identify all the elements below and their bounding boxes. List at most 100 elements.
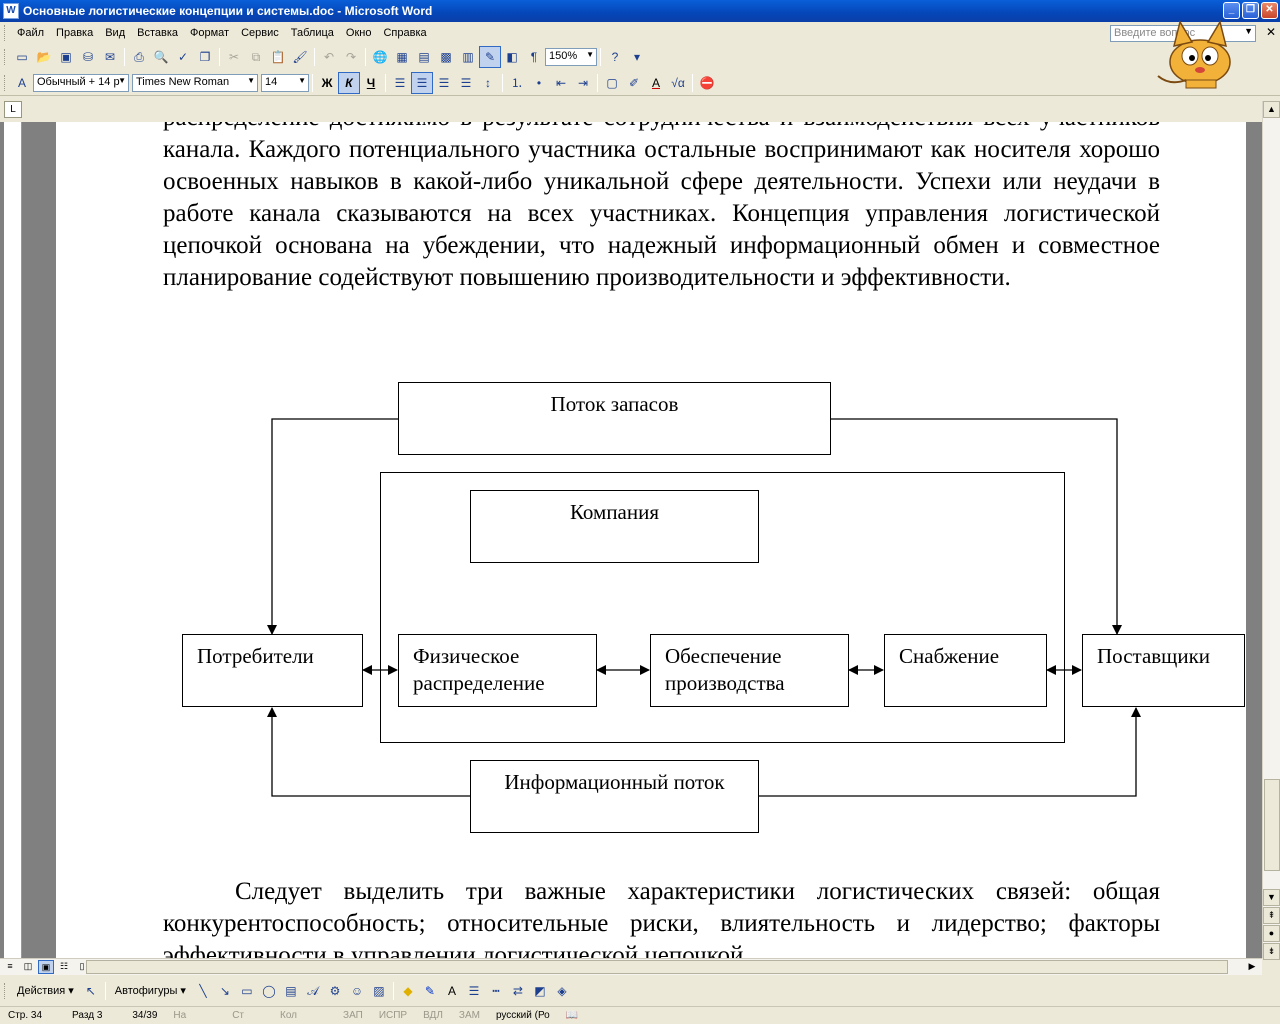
hyperlink-icon[interactable]: 🌐	[372, 50, 388, 64]
tab-selector[interactable]: L	[4, 101, 22, 118]
align-right-icon[interactable]: ☰	[438, 75, 450, 90]
picture-icon[interactable]: ▨	[373, 984, 385, 998]
menu-help[interactable]: Справка	[383, 27, 427, 39]
consumers-box[interactable]: Потребители	[182, 634, 363, 707]
production-support-box[interactable]: Обеспечение производства	[650, 634, 849, 707]
align-left-icon[interactable]: ☰	[394, 75, 406, 90]
word-app-icon[interactable]: W	[3, 3, 19, 19]
office-assistant-cat-icon[interactable]	[1150, 16, 1242, 90]
increase-indent-icon[interactable]: ⇥	[577, 75, 589, 90]
status-rec[interactable]: ЗАП	[343, 1010, 363, 1021]
style-select[interactable]: Обычный + 14 р ▼	[33, 73, 129, 92]
chevron-down-icon[interactable]: ▼	[1244, 26, 1253, 36]
procurement-box[interactable]: Снабжение	[884, 634, 1047, 707]
new-document-icon[interactable]: ▭	[16, 50, 28, 64]
scroll-right-icon[interactable]: ▶	[1248, 961, 1256, 971]
open-folder-icon[interactable]: 📂	[36, 50, 52, 64]
paragraph-1[interactable]: распределение достижимо в результате сот…	[163, 122, 1160, 291]
select-browse-object-icon[interactable]: ●	[1263, 925, 1280, 942]
print-icon[interactable]: ⎙	[134, 49, 144, 64]
shadow-style-icon[interactable]: ◩	[534, 984, 546, 998]
italic-button[interactable]: К	[338, 71, 360, 94]
inventory-flow-box[interactable]: Поток запасов	[398, 382, 831, 455]
next-page-icon[interactable]: ⇟	[1263, 943, 1280, 960]
drawing-icon[interactable]: ✎	[479, 46, 501, 68]
normal-view-icon[interactable]: ≡	[7, 961, 13, 971]
translate-icon[interactable]: ⛔	[699, 75, 715, 90]
font-size-select[interactable]: 14 ▼	[261, 73, 309, 92]
scroll-up-icon[interactable]: ▲	[1263, 101, 1280, 118]
font-color-draw-icon[interactable]: A	[447, 984, 456, 998]
line-icon[interactable]: ╲	[199, 984, 207, 998]
underline-button[interactable]: Ч	[366, 75, 376, 90]
decrease-indent-icon[interactable]: ⇤	[555, 75, 567, 90]
autoshapes-menu[interactable]: Автофигуры ▾	[114, 985, 186, 997]
fill-color-icon[interactable]: ◆	[403, 984, 413, 998]
toolbar-options-icon[interactable]: ▾	[633, 50, 641, 64]
dash-style-icon[interactable]: ┅	[492, 984, 500, 998]
previous-page-icon[interactable]: ⇞	[1263, 907, 1280, 924]
spelling-icon[interactable]: ✓	[177, 50, 189, 64]
status-extend[interactable]: ВДЛ	[423, 1010, 443, 1021]
research-icon[interactable]: ❐	[199, 50, 211, 64]
show-hide-icon[interactable]: ¶	[530, 50, 538, 64]
close-document-icon[interactable]: ✕	[1265, 25, 1276, 39]
paste-icon[interactable]: 📋	[270, 50, 286, 64]
menu-view[interactable]: Вид	[105, 27, 126, 39]
chevron-down-icon[interactable]: ▼	[118, 75, 126, 85]
borders-icon[interactable]: ▢	[606, 75, 618, 90]
rectangle-icon[interactable]: ▭	[241, 984, 253, 998]
arrow-icon[interactable]: ↘	[219, 984, 230, 998]
physical-distribution-box[interactable]: Физическое распределение	[398, 634, 597, 707]
menu-edit[interactable]: Правка	[56, 27, 94, 39]
tables-borders-icon[interactable]: ▦	[396, 50, 408, 64]
toolbar-grip[interactable]	[4, 49, 7, 65]
line-spacing-icon[interactable]: ↕	[485, 75, 491, 90]
clipart-icon[interactable]: ☺	[350, 984, 364, 998]
oval-icon[interactable]: ◯	[262, 984, 276, 998]
font-color-icon[interactable]: A	[651, 75, 660, 90]
suppliers-box[interactable]: Поставщики	[1082, 634, 1245, 707]
3d-style-icon[interactable]: ◈	[557, 984, 567, 998]
scroll-down-icon[interactable]: ▼	[1263, 889, 1280, 906]
insert-table-icon[interactable]: ▤	[418, 50, 430, 64]
print-layout-view-icon[interactable]: ▣	[38, 960, 54, 974]
align-center-icon[interactable]: ☰	[411, 71, 433, 94]
diagram-icon[interactable]: ⚙	[329, 984, 341, 998]
bold-button[interactable]: Ж	[321, 75, 333, 90]
wordart-icon[interactable]: 𝒜	[307, 983, 319, 998]
columns-icon[interactable]: ▥	[462, 50, 474, 64]
chevron-down-icon[interactable]: ▼	[298, 75, 306, 85]
menu-table[interactable]: Таблица	[290, 27, 334, 39]
document-map-icon[interactable]: ◧	[506, 50, 518, 64]
email-icon[interactable]: ✉	[104, 50, 116, 64]
status-overtype[interactable]: ЗАМ	[458, 1010, 480, 1021]
menu-window[interactable]: Окно	[345, 27, 372, 39]
information-flow-box[interactable]: Информационный поток	[470, 760, 759, 833]
menu-tools[interactable]: Сервис	[241, 27, 279, 39]
outline-view-icon[interactable]: ☷	[59, 961, 69, 971]
minimize-button[interactable]: _	[1223, 2, 1240, 19]
save-icon[interactable]: ▣	[60, 50, 72, 64]
menu-grip[interactable]	[4, 25, 7, 41]
text-box-icon[interactable]: ▤	[285, 984, 297, 998]
chevron-down-icon[interactable]: ▼	[247, 75, 255, 85]
spelling-status-icon[interactable]: 📖	[565, 1010, 579, 1021]
copy-icon[interactable]: ⧉	[251, 49, 261, 64]
select-objects-icon[interactable]: ↖	[85, 984, 96, 998]
redo-icon[interactable]: ↷	[345, 50, 357, 64]
menu-insert[interactable]: Вставка	[137, 27, 179, 39]
web-view-icon[interactable]: ◫	[23, 961, 33, 971]
print-preview-icon[interactable]: 🔍	[153, 50, 169, 64]
toolbar-grip[interactable]	[4, 74, 7, 91]
chevron-down-icon[interactable]: ▼	[586, 50, 594, 59]
font-select[interactable]: Times New Roman ▼	[132, 73, 258, 92]
toolbar-grip[interactable]	[4, 983, 7, 999]
draw-actions-menu[interactable]: Действия ▾	[17, 985, 74, 997]
paragraph-2[interactable]: Следует выделить три важные характеристи…	[163, 878, 1160, 958]
styles-formatting-icon[interactable]: A	[17, 75, 26, 90]
numbering-icon[interactable]: ⒈	[510, 76, 523, 90]
document-page[interactable]: распределение достижимо в результате сот…	[56, 122, 1246, 958]
horizontal-scroll-thumb[interactable]	[86, 960, 1228, 974]
company-box[interactable]: Компания	[470, 490, 759, 563]
